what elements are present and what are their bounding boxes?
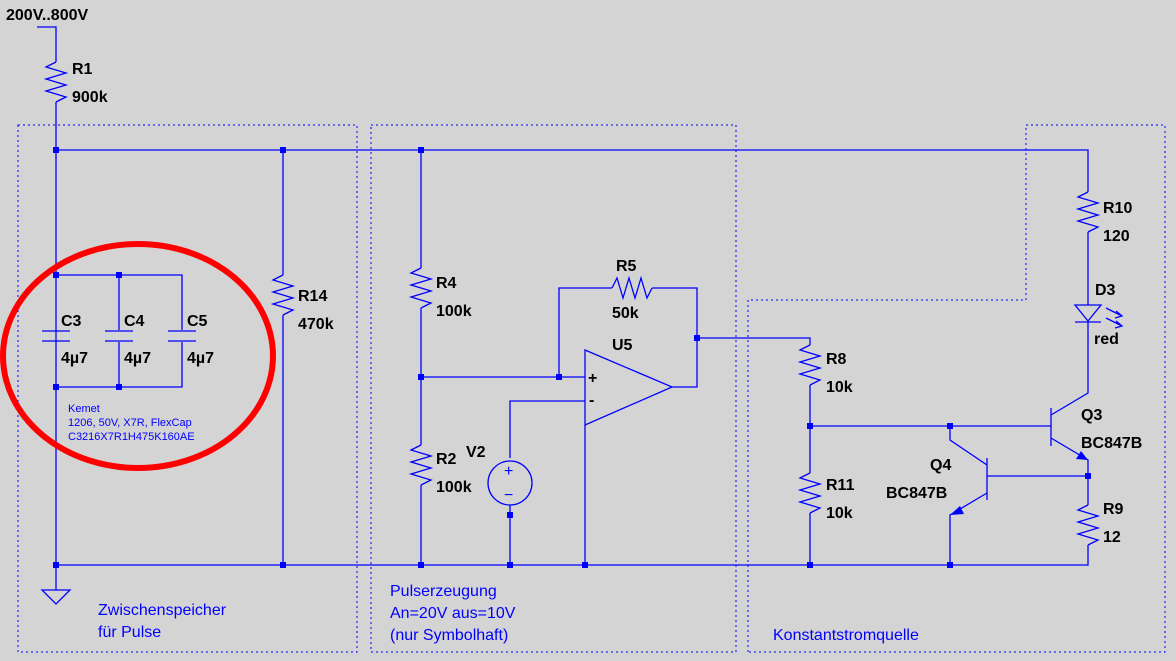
c5-value: 4µ7 xyxy=(187,350,214,367)
resistor-r4 xyxy=(408,267,434,309)
r8-value: 10k xyxy=(826,379,853,396)
opamp-minus-wire xyxy=(509,400,585,458)
led-d3 xyxy=(1073,304,1124,329)
r4-name: R4 xyxy=(436,275,457,292)
d3-value: red xyxy=(1094,331,1119,348)
r8-name: R8 xyxy=(826,351,847,368)
top-bus-wire xyxy=(56,149,1089,192)
d3-name: D3 xyxy=(1095,282,1116,299)
r14-name: R14 xyxy=(298,288,327,305)
q4-value: BC847B xyxy=(886,485,947,502)
r2-value: 100k xyxy=(436,479,472,496)
supply-wire xyxy=(37,26,57,62)
highlight-circle xyxy=(0,241,276,471)
ground-symbol xyxy=(40,589,72,605)
r2-name: R2 xyxy=(436,451,457,468)
v2-name: V2 xyxy=(466,444,486,461)
u5-name: U5 xyxy=(612,337,633,354)
resistor-r8 xyxy=(797,344,823,386)
resistor-r1 xyxy=(43,61,69,103)
cap-note-line1: Kemet xyxy=(68,403,100,415)
storage-section-line2: für Pulse xyxy=(98,624,161,641)
r5-name: R5 xyxy=(616,258,637,275)
cap-note-line2: 1206, 50V, X7R, FlexCap xyxy=(68,417,192,429)
opamp-output-wire xyxy=(697,337,811,345)
c4-name: C4 xyxy=(124,313,145,330)
r5-value: 50k xyxy=(612,305,639,322)
r10-value: 120 xyxy=(1103,228,1130,245)
r1-name: R1 xyxy=(72,61,93,78)
capacitor-c3 xyxy=(42,330,70,342)
current-section-line1: Konstantstromquelle xyxy=(773,627,919,644)
r5-right-wire xyxy=(652,287,698,388)
resistor-r2 xyxy=(408,444,434,486)
cap-top-wire xyxy=(56,274,183,330)
q3-name: Q3 xyxy=(1081,407,1102,424)
cap-note-line3: C3216X7R1H475K160AE xyxy=(68,431,195,443)
r9-value: 12 xyxy=(1103,529,1121,546)
r14-value: 470k xyxy=(298,316,334,333)
resistor-r11 xyxy=(797,472,823,514)
q4-name: Q4 xyxy=(930,457,951,474)
u5-plus: + xyxy=(588,370,597,387)
capacitor-c5 xyxy=(168,330,196,342)
resistor-r14 xyxy=(270,274,296,316)
c5-name: C5 xyxy=(187,313,208,330)
transistor-q3 xyxy=(1050,360,1089,476)
c4-value: 4µ7 xyxy=(124,350,151,367)
cap-bottom-wire xyxy=(56,342,183,388)
r1-value: 900k xyxy=(72,89,108,106)
section-box-storage xyxy=(17,124,358,653)
c3-name: C3 xyxy=(61,313,82,330)
pulse-section-line3: (nur Symbolhaft) xyxy=(390,627,508,644)
r4-value: 100k xyxy=(436,303,472,320)
v2-plus: + xyxy=(504,463,513,480)
capacitor-c4 xyxy=(105,330,133,342)
supply-label: 200V..800V xyxy=(6,7,88,24)
resistor-r5 xyxy=(611,275,653,301)
r10-name: R10 xyxy=(1103,200,1132,217)
opamp-u5 xyxy=(584,349,674,426)
v2-minus: − xyxy=(504,487,513,504)
u5-minus: - xyxy=(589,392,594,409)
junction-dots xyxy=(53,147,1091,568)
r5-left-wire xyxy=(558,287,612,377)
pulse-section-line2: An=20V aus=10V xyxy=(390,605,516,622)
pulse-section-line1: Pulserzeugung xyxy=(390,583,497,600)
storage-section-line1: Zwischenspeicher xyxy=(98,602,227,619)
r9-name: R9 xyxy=(1103,501,1124,518)
r11-name: R11 xyxy=(826,477,855,494)
section-box-pulse xyxy=(370,124,737,653)
q3-value: BC847B xyxy=(1081,435,1142,452)
resistor-r10 xyxy=(1075,191,1101,233)
section-box-current xyxy=(747,124,1166,653)
resistor-r9 xyxy=(1075,504,1101,546)
transistor-q4 xyxy=(949,426,1088,565)
c3-value: 4µ7 xyxy=(61,350,88,367)
r11-value: 10k xyxy=(826,505,853,522)
ground-bus-wire xyxy=(56,545,1089,566)
